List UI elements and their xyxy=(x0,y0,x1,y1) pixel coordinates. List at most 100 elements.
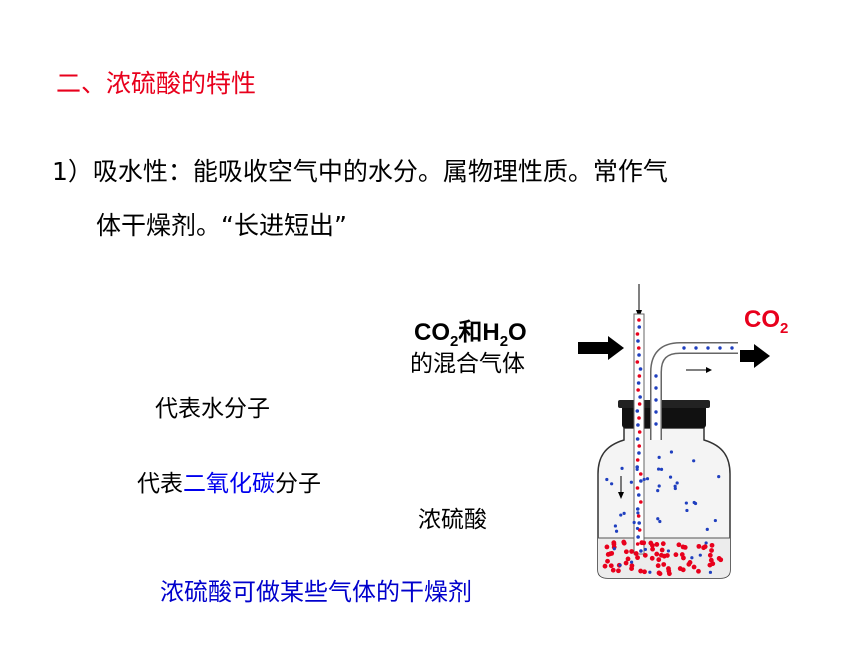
water-molecule-dot xyxy=(677,566,683,571)
water-molecule-dot xyxy=(687,560,693,565)
co2-molecule-dot xyxy=(669,450,674,454)
water-molecule-dot xyxy=(637,444,642,448)
footer-note: 浓硫酸可做某些气体的干燥剂 xyxy=(160,578,472,606)
co2-molecule-dot xyxy=(636,423,640,427)
water-molecule-dot xyxy=(616,568,621,574)
co2-molecule-dot xyxy=(656,517,660,521)
water-molecule-dot xyxy=(656,557,662,563)
co2-molecule-dot xyxy=(692,459,696,463)
water-molecule-dot xyxy=(642,552,648,558)
co2-molecule-dot xyxy=(730,346,734,350)
co2-molecule-dot xyxy=(636,493,641,497)
water-molecule-dot xyxy=(635,332,640,336)
water-molecule-dot xyxy=(676,542,682,548)
water-molecule-dot xyxy=(638,568,644,574)
water-molecule-dot xyxy=(635,458,640,462)
water-molecule-dot xyxy=(679,552,685,557)
co2-molecule-dot xyxy=(654,422,658,426)
water-molecule-dot xyxy=(639,500,643,504)
co2-molecule-dot xyxy=(705,527,709,532)
section-heading: 二、浓硫酸的特性 xyxy=(56,69,257,98)
co2-molecule-dot xyxy=(614,529,619,533)
co2-molecule-dot xyxy=(619,513,623,517)
water-molecule-dot xyxy=(660,541,666,547)
co2-molecule-dot xyxy=(612,547,616,551)
water-molecule-dot xyxy=(661,562,667,567)
co2-molecule-dot xyxy=(648,570,652,574)
water-molecule-dot xyxy=(657,571,663,577)
water-molecule-dot xyxy=(637,416,641,420)
water-molecule-dot xyxy=(623,549,629,555)
co2-molecule-dot xyxy=(605,477,609,482)
water-molecule-dot xyxy=(629,549,635,554)
co2-molecule-dot xyxy=(675,481,679,485)
co2-molecule-dot xyxy=(673,486,677,491)
co2-molecule-dot xyxy=(613,524,617,528)
co2-molecule-dot xyxy=(713,518,717,523)
co2-molecule-dot xyxy=(642,477,646,481)
water-molecule-dot xyxy=(649,555,655,561)
co2-molecule-dot xyxy=(629,560,634,564)
co2-molecule-dot xyxy=(668,475,673,479)
co2-molecule-dot xyxy=(654,386,658,390)
flow-arrow-icon xyxy=(636,284,642,318)
co2-molecule-dot xyxy=(717,475,721,479)
water-molecule-dot xyxy=(636,388,640,392)
water-molecule-dot xyxy=(716,556,722,561)
water-molecule-dot xyxy=(655,563,661,569)
inlet-gas-formula: CO2和H2O xyxy=(414,319,527,350)
inlet-gas-description: 的混合气体 xyxy=(410,351,525,377)
water-molecule-dot xyxy=(691,564,697,570)
co2-molecule-dot xyxy=(656,489,660,493)
co2-molecule-dot xyxy=(635,465,640,469)
co2-molecule-dot xyxy=(620,466,624,470)
gas-washing-bottle-icon xyxy=(578,284,770,579)
co2-molecule-dot xyxy=(685,508,689,513)
legend-co2: 代表二氧化碳分子 xyxy=(137,471,321,497)
water-molecule-dot xyxy=(605,558,610,564)
water-molecule-dot xyxy=(707,562,713,568)
co2-molecule-dot xyxy=(659,467,664,471)
co2-molecule-dot xyxy=(654,374,658,378)
property-line-2: 体干燥剂。“长进短出” xyxy=(96,211,347,240)
co2-molecule-dot xyxy=(673,484,677,488)
co2-molecule-dot xyxy=(684,501,688,505)
water-molecule-dot xyxy=(621,539,627,545)
water-molecule-dot xyxy=(641,540,647,546)
water-molecule-dot xyxy=(637,374,642,378)
co2-molecule-dot xyxy=(657,455,661,459)
water-molecule-dot xyxy=(696,543,702,549)
water-molecule-dot xyxy=(623,560,629,566)
co2-molecule-dot xyxy=(636,535,640,539)
co2-molecule-dot xyxy=(708,570,713,574)
water-molecule-dot xyxy=(635,486,640,490)
co2-molecule-dot xyxy=(635,467,639,472)
water-molecule-dot xyxy=(667,571,672,577)
water-molecule-dot xyxy=(635,555,640,561)
co2-molecule-dot xyxy=(636,339,640,343)
water-molecule-dot xyxy=(637,402,642,406)
co2-molecule-dot xyxy=(639,549,643,553)
water-molecule-dot xyxy=(682,544,688,550)
water-molecule-dot xyxy=(629,563,635,569)
water-molecule-dot xyxy=(696,568,701,574)
co2-molecule-dot xyxy=(635,437,640,441)
co2-molecule-dot xyxy=(622,511,626,515)
co2-molecule-dot xyxy=(692,500,696,505)
co2-molecule-dot xyxy=(637,451,641,455)
property-line-1: 1）吸水性：能吸收空气中的水分。属物理性质。常作气 xyxy=(52,157,668,186)
co2-molecule-dot xyxy=(690,556,694,560)
co2-molecule-dot xyxy=(643,547,648,552)
water-molecule-dot xyxy=(709,548,714,553)
co2-molecule-dot xyxy=(645,477,650,481)
co2-molecule-dot xyxy=(618,563,622,567)
co2-molecule-dot xyxy=(637,325,642,329)
co2-molecule-dot xyxy=(635,507,640,511)
outlet-gas-formula: CO2 xyxy=(744,306,789,337)
water-molecule-dot xyxy=(637,318,641,322)
co2-molecule-dot xyxy=(654,398,658,402)
water-molecule-dot xyxy=(708,557,714,563)
co2-molecule-dot xyxy=(636,511,640,515)
co2-molecule-dot xyxy=(666,549,671,553)
water-molecule-dot xyxy=(602,563,608,569)
